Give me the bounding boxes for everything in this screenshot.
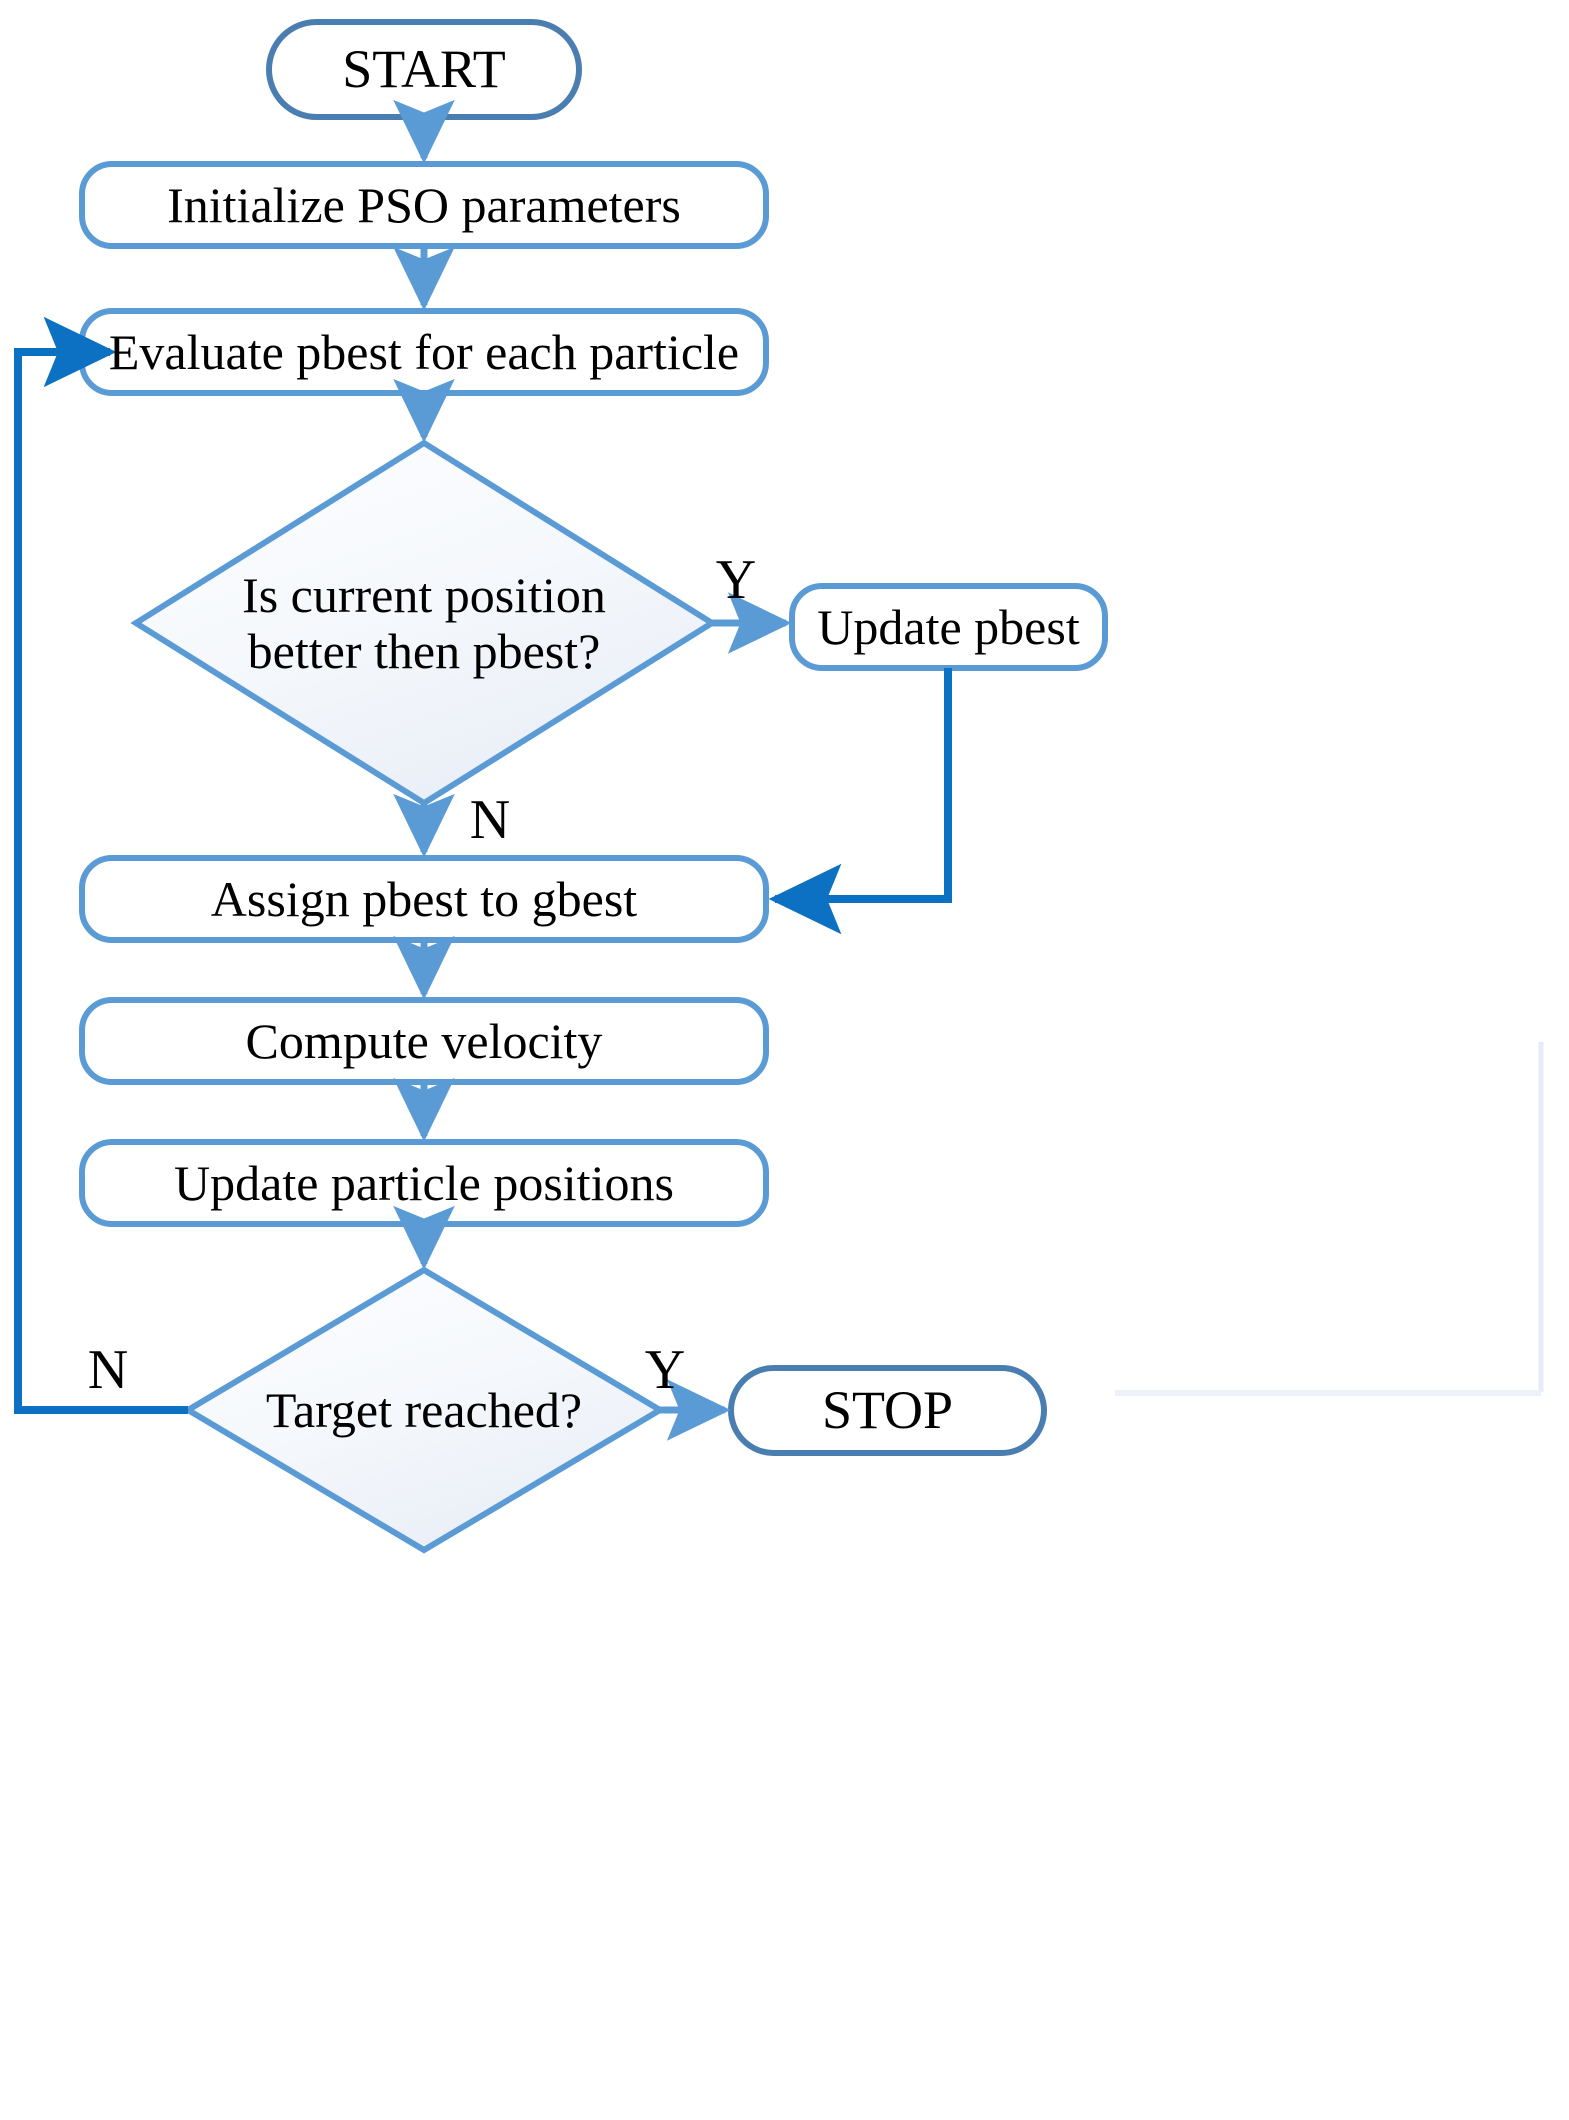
branch-label-pbest-no: N	[469, 789, 511, 851]
shape-evaluate[interactable]	[79, 308, 769, 396]
arrow-update-pbest-to-assign-gbest	[768, 668, 952, 935]
shape-update-positions[interactable]	[79, 1139, 769, 1227]
shape-initialize[interactable]	[79, 161, 769, 249]
branch-label-pbest-yes: Y	[715, 549, 757, 611]
shape-decision-pbest[interactable]	[130, 439, 718, 807]
shape-update-pbest[interactable]	[789, 583, 1108, 671]
shape-compute-velocity[interactable]	[79, 997, 769, 1085]
arrow-decision-target-no-to-evaluate	[14, 316, 188, 1414]
shape-stop[interactable]	[728, 1365, 1047, 1456]
background-artifact-lines	[1115, 1042, 1544, 1396]
shape-start[interactable]	[266, 19, 582, 120]
branch-label-target-yes: Y	[644, 1339, 686, 1401]
shape-assign-gbest[interactable]	[79, 855, 769, 943]
shape-decision-target[interactable]	[182, 1266, 666, 1554]
branch-label-target-no: N	[87, 1339, 129, 1401]
